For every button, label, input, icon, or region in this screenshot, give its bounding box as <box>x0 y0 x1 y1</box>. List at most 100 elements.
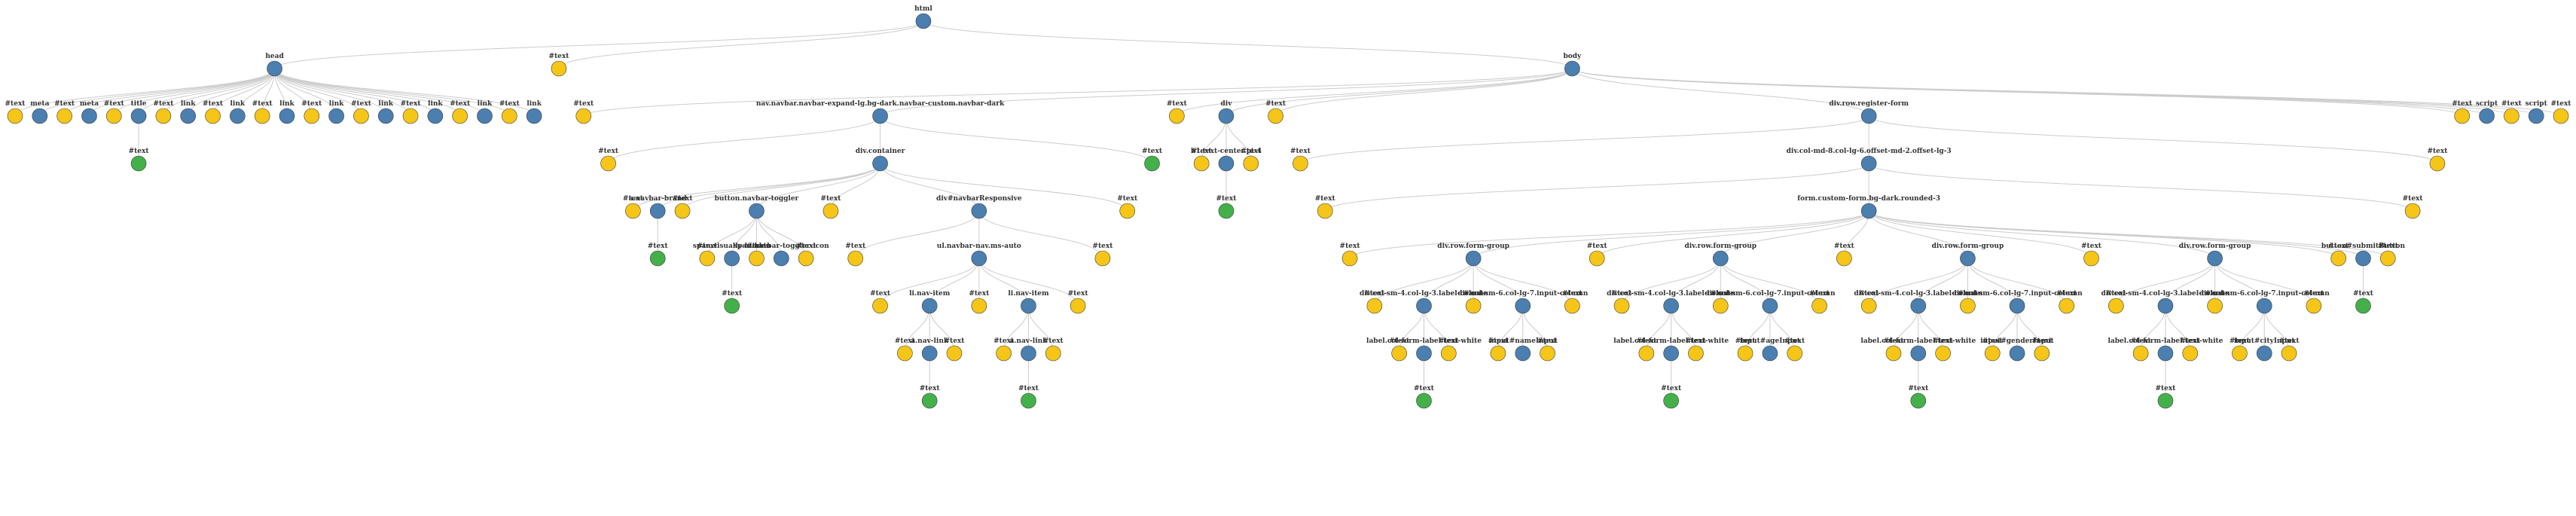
text-node: #text <box>1290 148 1311 172</box>
text-node: #text <box>945 337 965 362</box>
tree-edge <box>1497 305 1524 354</box>
node-circle <box>1663 298 1679 314</box>
element-node: ul.navbar-nav.ms-auto <box>937 243 1021 267</box>
node-circle <box>2232 345 2248 362</box>
node-circle <box>1762 298 1778 314</box>
node-label: #text <box>1315 195 1336 203</box>
node-circle <box>7 108 23 124</box>
node-circle <box>130 155 147 172</box>
text-node: #text <box>2378 243 2399 267</box>
node-circle <box>1762 345 1778 362</box>
node-label: link <box>279 100 295 108</box>
node-circle <box>2157 392 2174 409</box>
node-label: div.col-sm-6.col-lg-7.input-column <box>1705 290 1836 298</box>
node-circle <box>749 203 765 219</box>
element-node: div.col-sm-4.col-lg-3.label-column <box>1607 290 1736 314</box>
node-label: div <box>1220 100 1232 108</box>
node-label: label.col-form-label.text-white <box>1613 337 1729 345</box>
element-node: input#nameInput <box>1489 337 1558 362</box>
node-circle <box>2504 108 2520 124</box>
tree-edge <box>274 68 411 117</box>
node-label: a.nav-link <box>911 337 949 345</box>
node-circle <box>1910 298 1927 314</box>
node-label: #text <box>2106 290 2127 298</box>
node-label: link <box>428 100 443 108</box>
text-node: #text <box>351 100 372 124</box>
tree-edge <box>855 210 980 259</box>
tree-edge <box>1349 210 1869 259</box>
node-label: li.nav-item <box>1008 290 1049 298</box>
node-label: div.col-md-8.col-lg-6.offset-md-2.offset… <box>1787 148 1952 155</box>
tree-edge <box>1374 258 1474 307</box>
tree-edge <box>1720 210 1869 259</box>
text-node: #text <box>2205 290 2226 314</box>
tree-edge <box>1473 258 1524 307</box>
node-circle <box>699 250 716 267</box>
element-node: li.nav-item <box>909 290 951 314</box>
text-node: #text <box>1884 337 1904 362</box>
node-label: div.col-sm-6.col-lg-7.input-column <box>1952 290 2083 298</box>
tree-edge <box>1003 305 1029 354</box>
element-node: div.col-sm-4.col-lg-3.label-column <box>1360 290 1488 314</box>
node-circle <box>2355 298 2371 314</box>
node-circle <box>872 108 888 124</box>
node-label: #text <box>1661 385 1682 392</box>
node-label: div.col-sm-4.col-lg-3.label-column <box>1854 290 1982 298</box>
tree-edge <box>880 68 1573 117</box>
node-label: #text <box>2031 337 2053 345</box>
tree-edge <box>1027 305 1054 354</box>
node-circle <box>1613 298 1630 314</box>
node-label: #text <box>2155 385 2176 392</box>
node-label: #text <box>1784 337 1805 345</box>
node-circle <box>1416 298 1432 314</box>
node-circle <box>2256 345 2272 362</box>
element-node: label.col-form-label.text-white <box>2108 337 2223 362</box>
node-label: #text <box>153 100 174 108</box>
text-node: #text <box>1711 290 1732 314</box>
node-label: a.navbar-brand <box>629 195 688 203</box>
element-node: meta <box>30 100 50 124</box>
node-label: #text <box>1537 337 1558 345</box>
node-label: html <box>914 5 932 13</box>
element-node: link <box>427 100 443 124</box>
node-circle <box>1441 345 1457 362</box>
node-circle <box>304 108 320 124</box>
node-circle <box>1465 298 1482 314</box>
node-label: #text <box>845 243 866 250</box>
node-circle <box>205 108 221 124</box>
tree-edge <box>1868 163 2413 212</box>
node-circle <box>1885 345 1902 362</box>
node-circle <box>551 60 567 77</box>
element-node: span.navbar-toggler-icon <box>734 243 829 267</box>
node-circle <box>1341 250 1358 267</box>
text-node: #text <box>2131 337 2151 362</box>
node-circle <box>2207 298 2223 314</box>
element-node: div.col-sm-4.col-lg-3.label-column <box>1854 290 1983 314</box>
text-node: #text <box>1439 337 1460 362</box>
node-circle <box>81 108 97 124</box>
node-label: #text <box>2452 100 2473 108</box>
node-label: meta <box>80 100 99 108</box>
node-label: #text <box>895 337 916 345</box>
node-label: span.visually-hidden <box>693 243 771 250</box>
tree-edge <box>1868 115 2438 164</box>
text-node: #text <box>1216 195 1237 219</box>
node-label: #text <box>2501 100 2523 108</box>
node-circle <box>996 345 1012 362</box>
node-label: div.row.form-group <box>2179 243 2251 250</box>
tree-edge <box>682 163 881 212</box>
element-node: div.col-sm-4.col-lg-3.label-column <box>2101 290 2230 314</box>
tree-edge <box>929 258 980 307</box>
node-label: label.col-form-label.text-white <box>1366 337 1482 345</box>
element-node: div.row.form-group <box>1932 243 2004 267</box>
node-circle <box>1070 298 1086 314</box>
node-circle <box>649 203 666 219</box>
tree-edge <box>1399 305 1424 354</box>
text-node: #text <box>1265 100 1286 124</box>
text-node: #text <box>401 100 421 124</box>
node-circle <box>1243 155 1259 172</box>
node-circle <box>1960 298 1976 314</box>
node-circle <box>1317 203 1333 219</box>
node-circle <box>2207 250 2223 267</box>
node-label: #text <box>1439 337 1460 345</box>
